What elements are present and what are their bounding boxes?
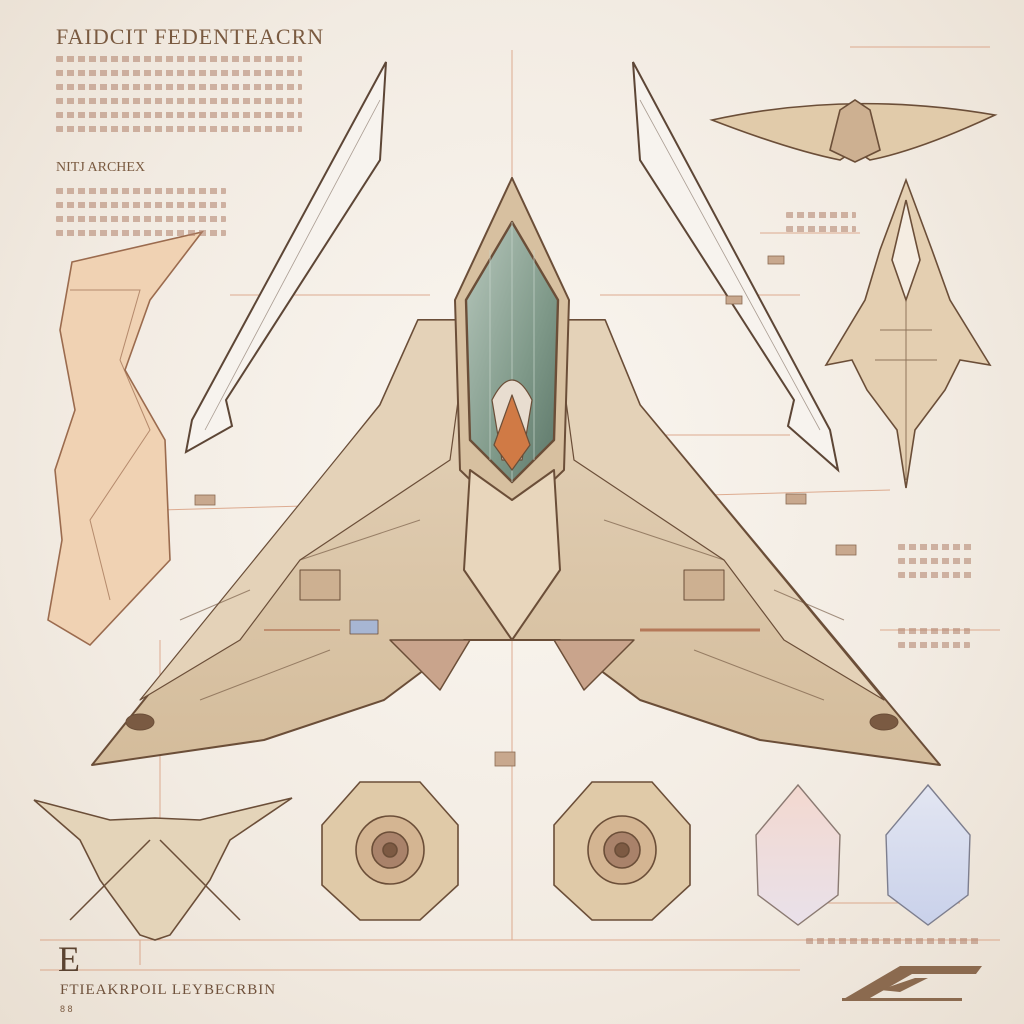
- spec-text-block-middle: [56, 188, 226, 244]
- engine-intake-right: [553, 781, 691, 921]
- spec-text-block-right-2: [898, 628, 970, 656]
- spec-text-block-bottom: [806, 938, 982, 952]
- label-tags: [194, 255, 857, 767]
- shield-panel-pink: [755, 783, 841, 926]
- fighter-front-view: [709, 99, 998, 163]
- fighter-underside-view: [824, 177, 992, 489]
- wing-panel-right: [632, 61, 840, 473]
- shield-panel-blue: [885, 783, 971, 926]
- sheet-title: FAIDCIT FEDENTEACRN: [56, 24, 325, 49]
- engine-intake-left: [321, 781, 459, 921]
- logo-icon: [842, 966, 982, 1001]
- section-heading: NITJ ARCHEX: [56, 160, 146, 175]
- wing-panel-left: [184, 61, 387, 454]
- side-profile-left: [47, 230, 204, 647]
- spec-text-block-top: [56, 56, 302, 140]
- fighter-top-view: [91, 177, 941, 766]
- fighter-rear-view: [33, 797, 293, 941]
- spec-text-block-right-3: [786, 212, 856, 240]
- footer-number: 8 8: [60, 1004, 73, 1014]
- footer-caption: FTIEAKRPOIL LEYBECRBIN: [60, 982, 277, 998]
- corner-letter: E: [58, 939, 80, 979]
- spec-text-block-right-1: [898, 544, 974, 586]
